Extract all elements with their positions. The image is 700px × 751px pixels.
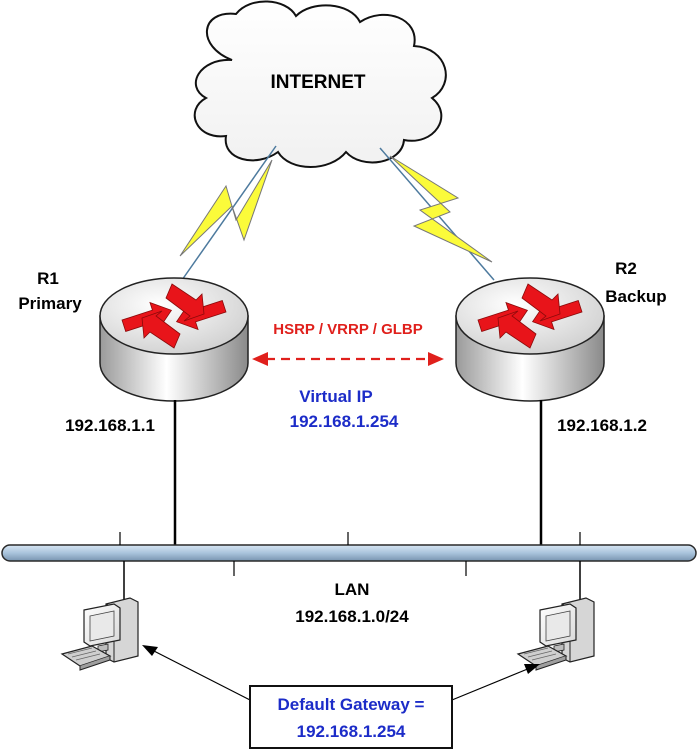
lightning-bolt-icon (179, 159, 273, 257)
r1-role: Primary (18, 294, 82, 313)
r1-ip: 192.168.1.1 (65, 416, 155, 435)
internet-cloud: INTERNET (193, 0, 447, 168)
gateway-line1: Default Gateway = (278, 695, 425, 714)
cloud-icon (193, 0, 447, 168)
default-gateway-callout: Default Gateway = 192.168.1.254 (249, 685, 453, 749)
router-r2[interactable] (455, 277, 605, 402)
lan-bus (1, 532, 697, 576)
r2-ip: 192.168.1.2 (557, 416, 647, 435)
r2-name: R2 (615, 259, 637, 278)
wan-link-r1 (179, 145, 277, 281)
lightning-bolt-icon (389, 155, 493, 263)
wan-link-r2 (379, 147, 495, 281)
host-1[interactable] (60, 597, 139, 671)
workstation-icon (516, 597, 595, 671)
workstation-icon (60, 597, 139, 671)
router-r1[interactable] (99, 277, 249, 402)
redundancy-protocols: HSRP / VRRP / GLBP (273, 321, 422, 338)
host-2[interactable] (516, 597, 595, 671)
lan-label: LAN (335, 580, 370, 599)
gateway-line2: 192.168.1.254 (297, 722, 406, 741)
r2-role: Backup (605, 287, 666, 306)
virtual-ip-value: 192.168.1.254 (290, 412, 399, 431)
lan-subnet: 192.168.1.0/24 (295, 607, 409, 626)
redundancy-arrow (252, 352, 444, 366)
callout-arrows (142, 645, 540, 701)
internet-label: INTERNET (271, 72, 366, 93)
virtual-ip-label: Virtual IP (299, 387, 372, 406)
r1-name: R1 (37, 269, 59, 288)
